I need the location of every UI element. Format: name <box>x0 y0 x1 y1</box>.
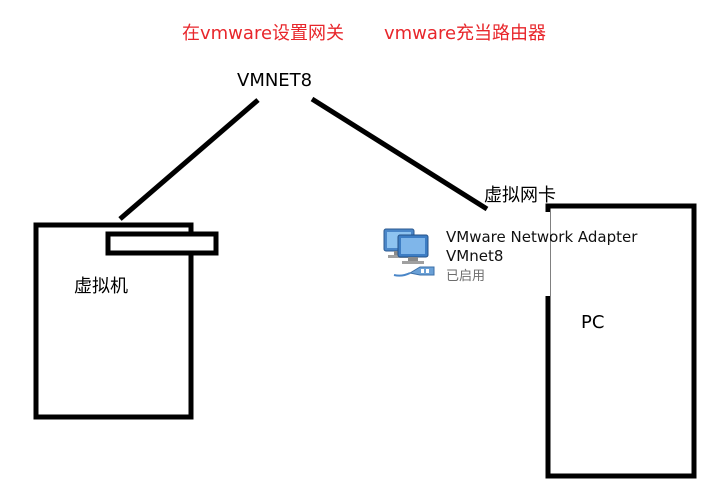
title-router: vmware充当路由器 <box>384 23 547 44</box>
network-adapter-icon <box>383 228 435 277</box>
vm-nic-box <box>105 231 219 256</box>
adapter-status: 已启用 <box>446 269 486 284</box>
pc-box <box>545 203 697 479</box>
link-vm-to-vmnet <box>118 98 260 221</box>
adapter-subname: VMnet8 <box>446 247 504 265</box>
virtual-nic-label: 虚拟网卡 <box>484 185 556 206</box>
link-vmnet-to-pc <box>310 96 489 212</box>
adapter-name: VMware Network Adapter <box>446 228 638 246</box>
virtual-machine-box <box>33 222 194 420</box>
title-gateway: 在vmware设置网关 <box>182 23 345 44</box>
pc-label: PC <box>581 312 605 333</box>
vm-label: 虚拟机 <box>74 276 128 297</box>
vmnet-label: VMNET8 <box>237 70 313 91</box>
